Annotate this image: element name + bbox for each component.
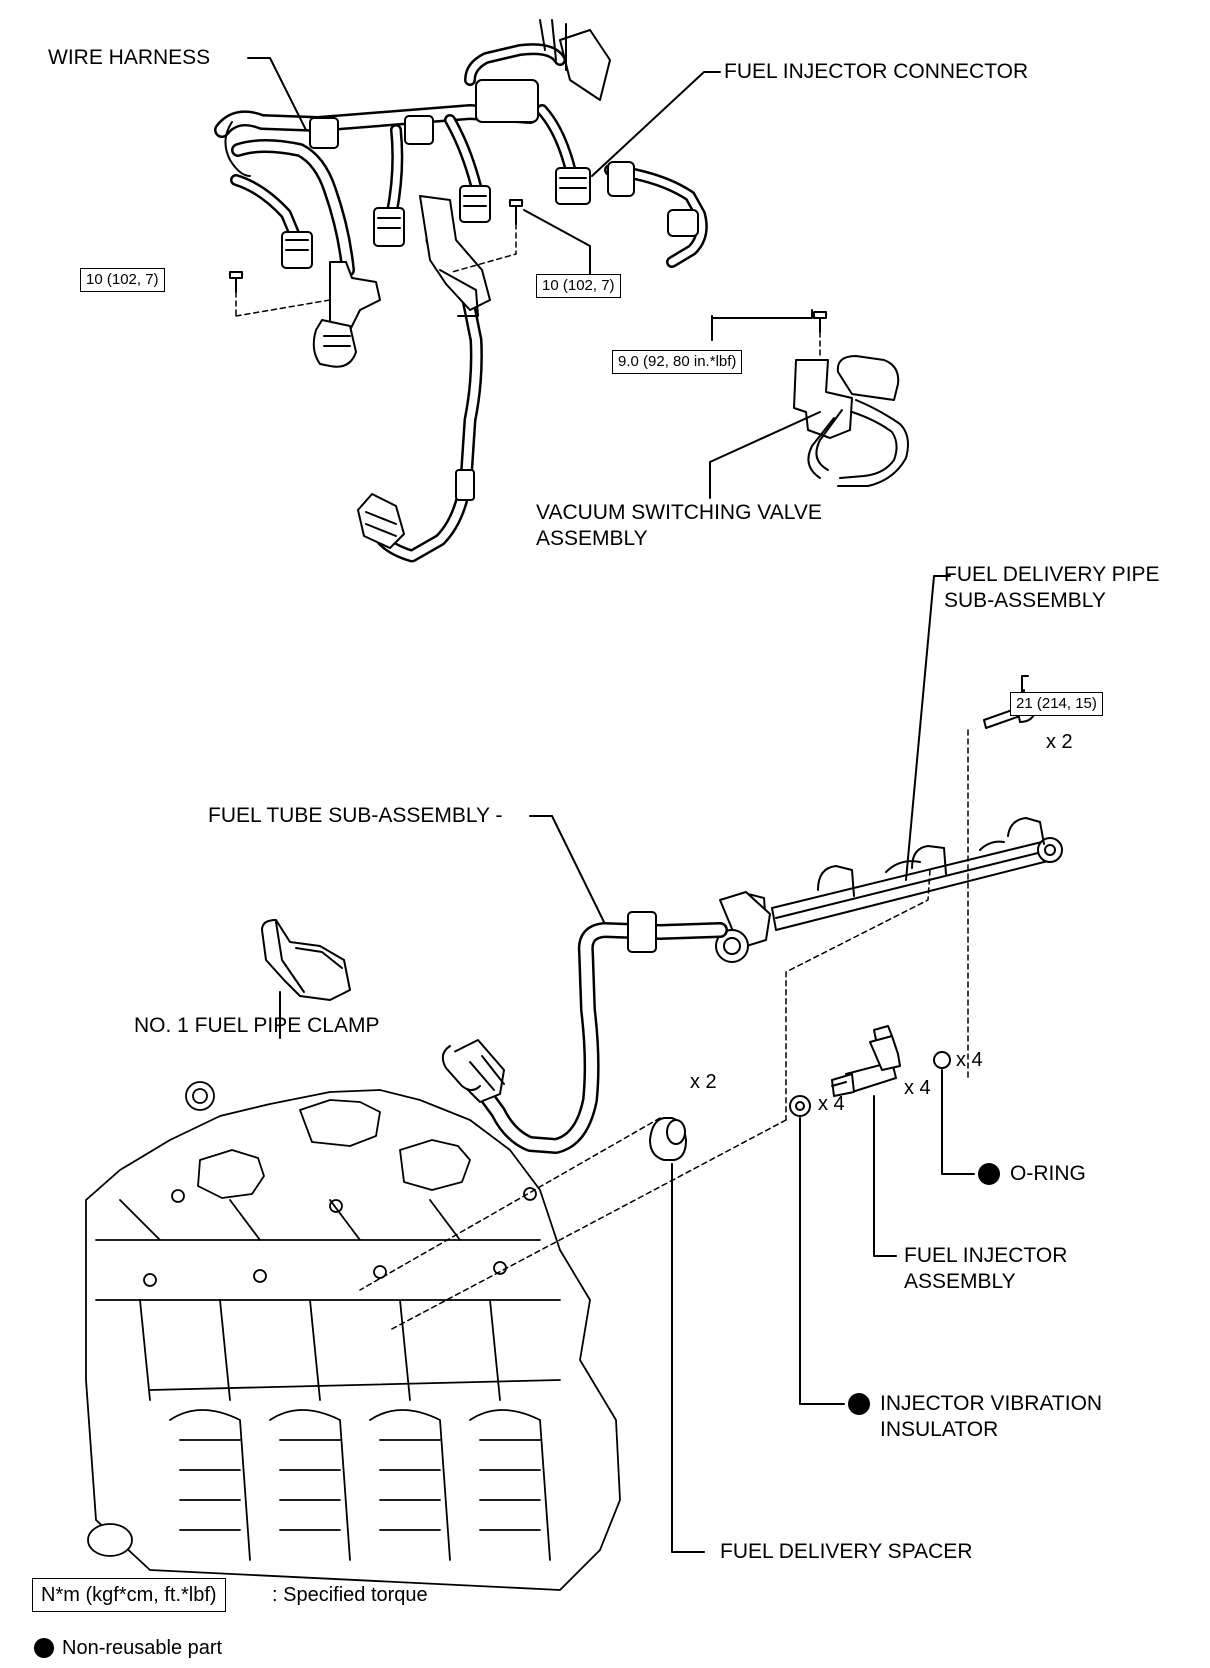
harness-bolts	[229, 199, 591, 317]
wire-harness-leader	[247, 57, 307, 131]
fuel-tube-leader	[529, 815, 605, 923]
o-ring-qty: x 4	[956, 1049, 983, 1071]
delivery-pipe-label-line-1: FUEL DELIVERY PIPE	[944, 563, 1160, 586]
legend-torque-unit: N*m (kgf*cm, ft.*lbf)	[32, 1578, 226, 1612]
harness-left-torque: 10 (102, 7)	[80, 268, 165, 292]
fuel-delivery-spacer-part	[649, 1117, 687, 1161]
fuel-delivery-pipe-drawing	[715, 817, 1063, 963]
spacer-qty: x 2	[690, 1071, 717, 1093]
injector-leader	[873, 1095, 897, 1257]
delivery-pipe-torque: 21 (214, 15)	[1010, 692, 1103, 716]
vacuum-switching-valve-label: VACUUM SWITCHING VALVE ASSEMBLY	[536, 500, 822, 552]
non-reusable-icon	[978, 1163, 1000, 1185]
insulator-install-line	[389, 1119, 787, 1331]
fuel-tube-label: FUEL TUBE SUB-ASSEMBLY -	[208, 804, 503, 827]
insulator-leader	[799, 1117, 845, 1405]
fuel-pipe-clamp-drawing	[261, 919, 351, 1001]
fuel-injector-part	[831, 1025, 901, 1097]
wire-harness-label: WIRE HARNESS	[48, 46, 211, 69]
vsv-torque: 9.0 (92, 80 in.*lbf)	[612, 350, 743, 374]
fuel-injector-connector-label: FUEL INJECTOR CONNECTOR	[724, 60, 1029, 83]
delivery-pipe-leader	[905, 575, 951, 881]
legend-torque-desc: : Specified torque	[272, 1584, 428, 1606]
vsv-leader-line	[709, 411, 821, 499]
injector-label-line-2: ASSEMBLY	[904, 1270, 1016, 1293]
injector-vibration-insulator-part	[789, 1095, 811, 1117]
vsv-label-line-1: VACUUM SWITCHING VALVE	[536, 501, 822, 524]
legend-non-reusable-text: Non-reusable part	[62, 1637, 223, 1659]
harness-right-torque: 10 (102, 7)	[536, 274, 621, 298]
o-ring-part	[933, 1051, 951, 1069]
non-reusable-icon	[848, 1393, 870, 1415]
engine-head-drawing	[85, 1081, 621, 1591]
o-ring-label: O-RING	[1010, 1162, 1086, 1185]
fuel-delivery-spacer-label: FUEL DELIVERY SPACER	[720, 1540, 973, 1563]
fuel-pipe-clamp-label: NO. 1 FUEL PIPE CLAMP	[134, 1014, 380, 1037]
fuel-injector-assembly-label: FUEL INJECTOR ASSEMBLY	[904, 1243, 1067, 1295]
connector-leader	[591, 71, 721, 177]
wire-harness-drawing	[214, 19, 708, 563]
spacer-leader	[671, 1163, 705, 1553]
fuel-delivery-pipe-label: FUEL DELIVERY PIPE SUB-ASSEMBLY	[944, 562, 1160, 614]
delivery-pipe-label-line-2: SUB-ASSEMBLY	[944, 589, 1106, 612]
injector-qty: x 4	[904, 1077, 931, 1099]
insulator-qty: x 4	[818, 1093, 845, 1115]
fuel-tube-drawing	[441, 911, 728, 1154]
delivery-pipe-bolt-qty: x 2	[1046, 731, 1073, 753]
injector-label-line-1: FUEL INJECTOR	[904, 1244, 1068, 1267]
legend-non-reusable-icon	[34, 1638, 54, 1658]
injector-vibration-insulator-label: INJECTOR VIBRATION INSULATOR	[880, 1391, 1102, 1443]
vacuum-switching-valve-drawing	[793, 311, 909, 487]
insulator-label-line-2: INSULATOR	[880, 1418, 999, 1441]
spacer-install-line	[359, 1117, 661, 1291]
insulator-label-line-1: INJECTOR VIBRATION	[880, 1392, 1103, 1415]
vsv-label-line-2: ASSEMBLY	[536, 527, 648, 550]
o-ring-leader	[941, 1069, 975, 1175]
